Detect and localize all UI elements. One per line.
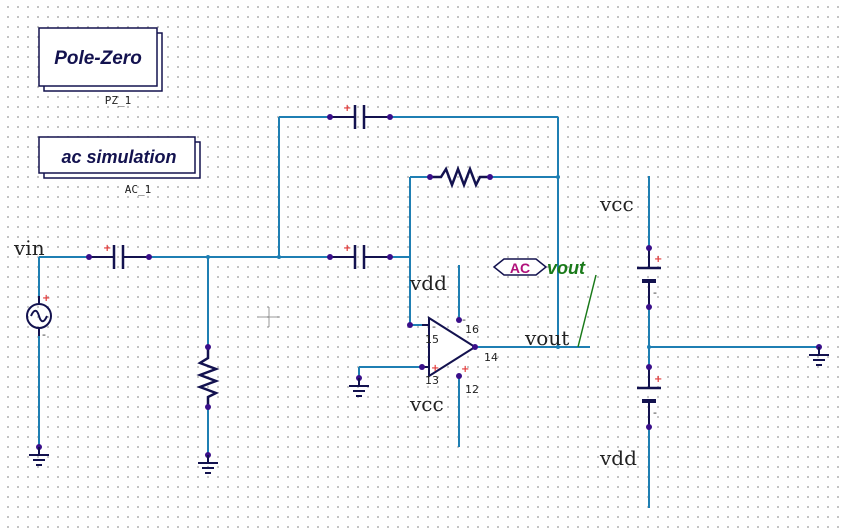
feedback-resistor[interactable] xyxy=(427,165,493,189)
ground-source[interactable] xyxy=(29,444,49,466)
svg-text:+: + xyxy=(431,363,439,374)
ground-supply[interactable] xyxy=(809,344,829,366)
feedback-capacitor-top[interactable]: + xyxy=(327,103,393,129)
ground-resistor[interactable] xyxy=(198,452,218,474)
pole-zero-analysis-box[interactable]: Pole-Zero PZ_1 xyxy=(38,27,163,107)
op-amp[interactable]: - + 15 13 14 16 12 - + xyxy=(407,313,498,396)
net-label-vdd-opamp: vdd xyxy=(409,271,447,295)
net-label-vout: vout xyxy=(524,326,569,350)
input-capacitor[interactable]: + xyxy=(86,243,152,269)
net-label-vcc-opamp: vcc xyxy=(409,392,444,416)
ac-simulation-ref: AC_1 xyxy=(125,183,152,196)
opamp-pin-out: 14 xyxy=(484,351,498,364)
wires xyxy=(38,116,819,508)
probe-vout-label: vout xyxy=(547,258,586,278)
opamp-pin-vneg: 12 xyxy=(465,383,479,396)
pole-zero-title: Pole-Zero xyxy=(54,48,142,69)
opamp-pin-vpos: 16 xyxy=(465,323,479,336)
net-label-vdd-supply: vdd xyxy=(599,446,637,470)
svg-text:-: - xyxy=(462,313,466,326)
svg-text:-: - xyxy=(653,406,657,419)
svg-text:+: + xyxy=(343,103,351,114)
svg-text:+: + xyxy=(654,254,662,265)
svg-text:-: - xyxy=(42,328,46,341)
svg-text:+: + xyxy=(103,243,111,254)
svg-text:+: + xyxy=(42,293,50,304)
ac-simulation-title: ac simulation xyxy=(61,147,176,167)
opamp-pin-inv: 15 xyxy=(425,333,439,346)
junctions xyxy=(206,175,651,349)
series-capacitor[interactable]: + xyxy=(327,243,393,269)
svg-text:+: + xyxy=(654,374,662,385)
ground-noninv[interactable] xyxy=(349,375,369,397)
shunt-resistor[interactable] xyxy=(196,344,220,410)
svg-text:+: + xyxy=(343,243,351,254)
net-label-vcc-supply: vcc xyxy=(599,192,634,216)
crosshair-cursor-icon xyxy=(259,307,280,327)
svg-text:+: + xyxy=(461,364,469,375)
svg-text:-: - xyxy=(432,320,436,333)
ac-probe[interactable]: AC vout xyxy=(492,258,597,348)
svg-text:-: - xyxy=(653,286,657,299)
ac-voltage-source[interactable]: + - xyxy=(26,293,52,341)
probe-ac-label: AC xyxy=(510,260,530,276)
ac-simulation-analysis-box[interactable]: ac simulation AC_1 xyxy=(38,136,201,196)
pole-zero-ref: PZ_1 xyxy=(105,94,132,107)
opamp-pin-noninv: 13 xyxy=(425,374,439,387)
vcc-battery[interactable]: + - xyxy=(637,245,662,310)
vdd-battery[interactable]: + - xyxy=(637,364,662,430)
net-label-vin: vin xyxy=(13,236,45,260)
